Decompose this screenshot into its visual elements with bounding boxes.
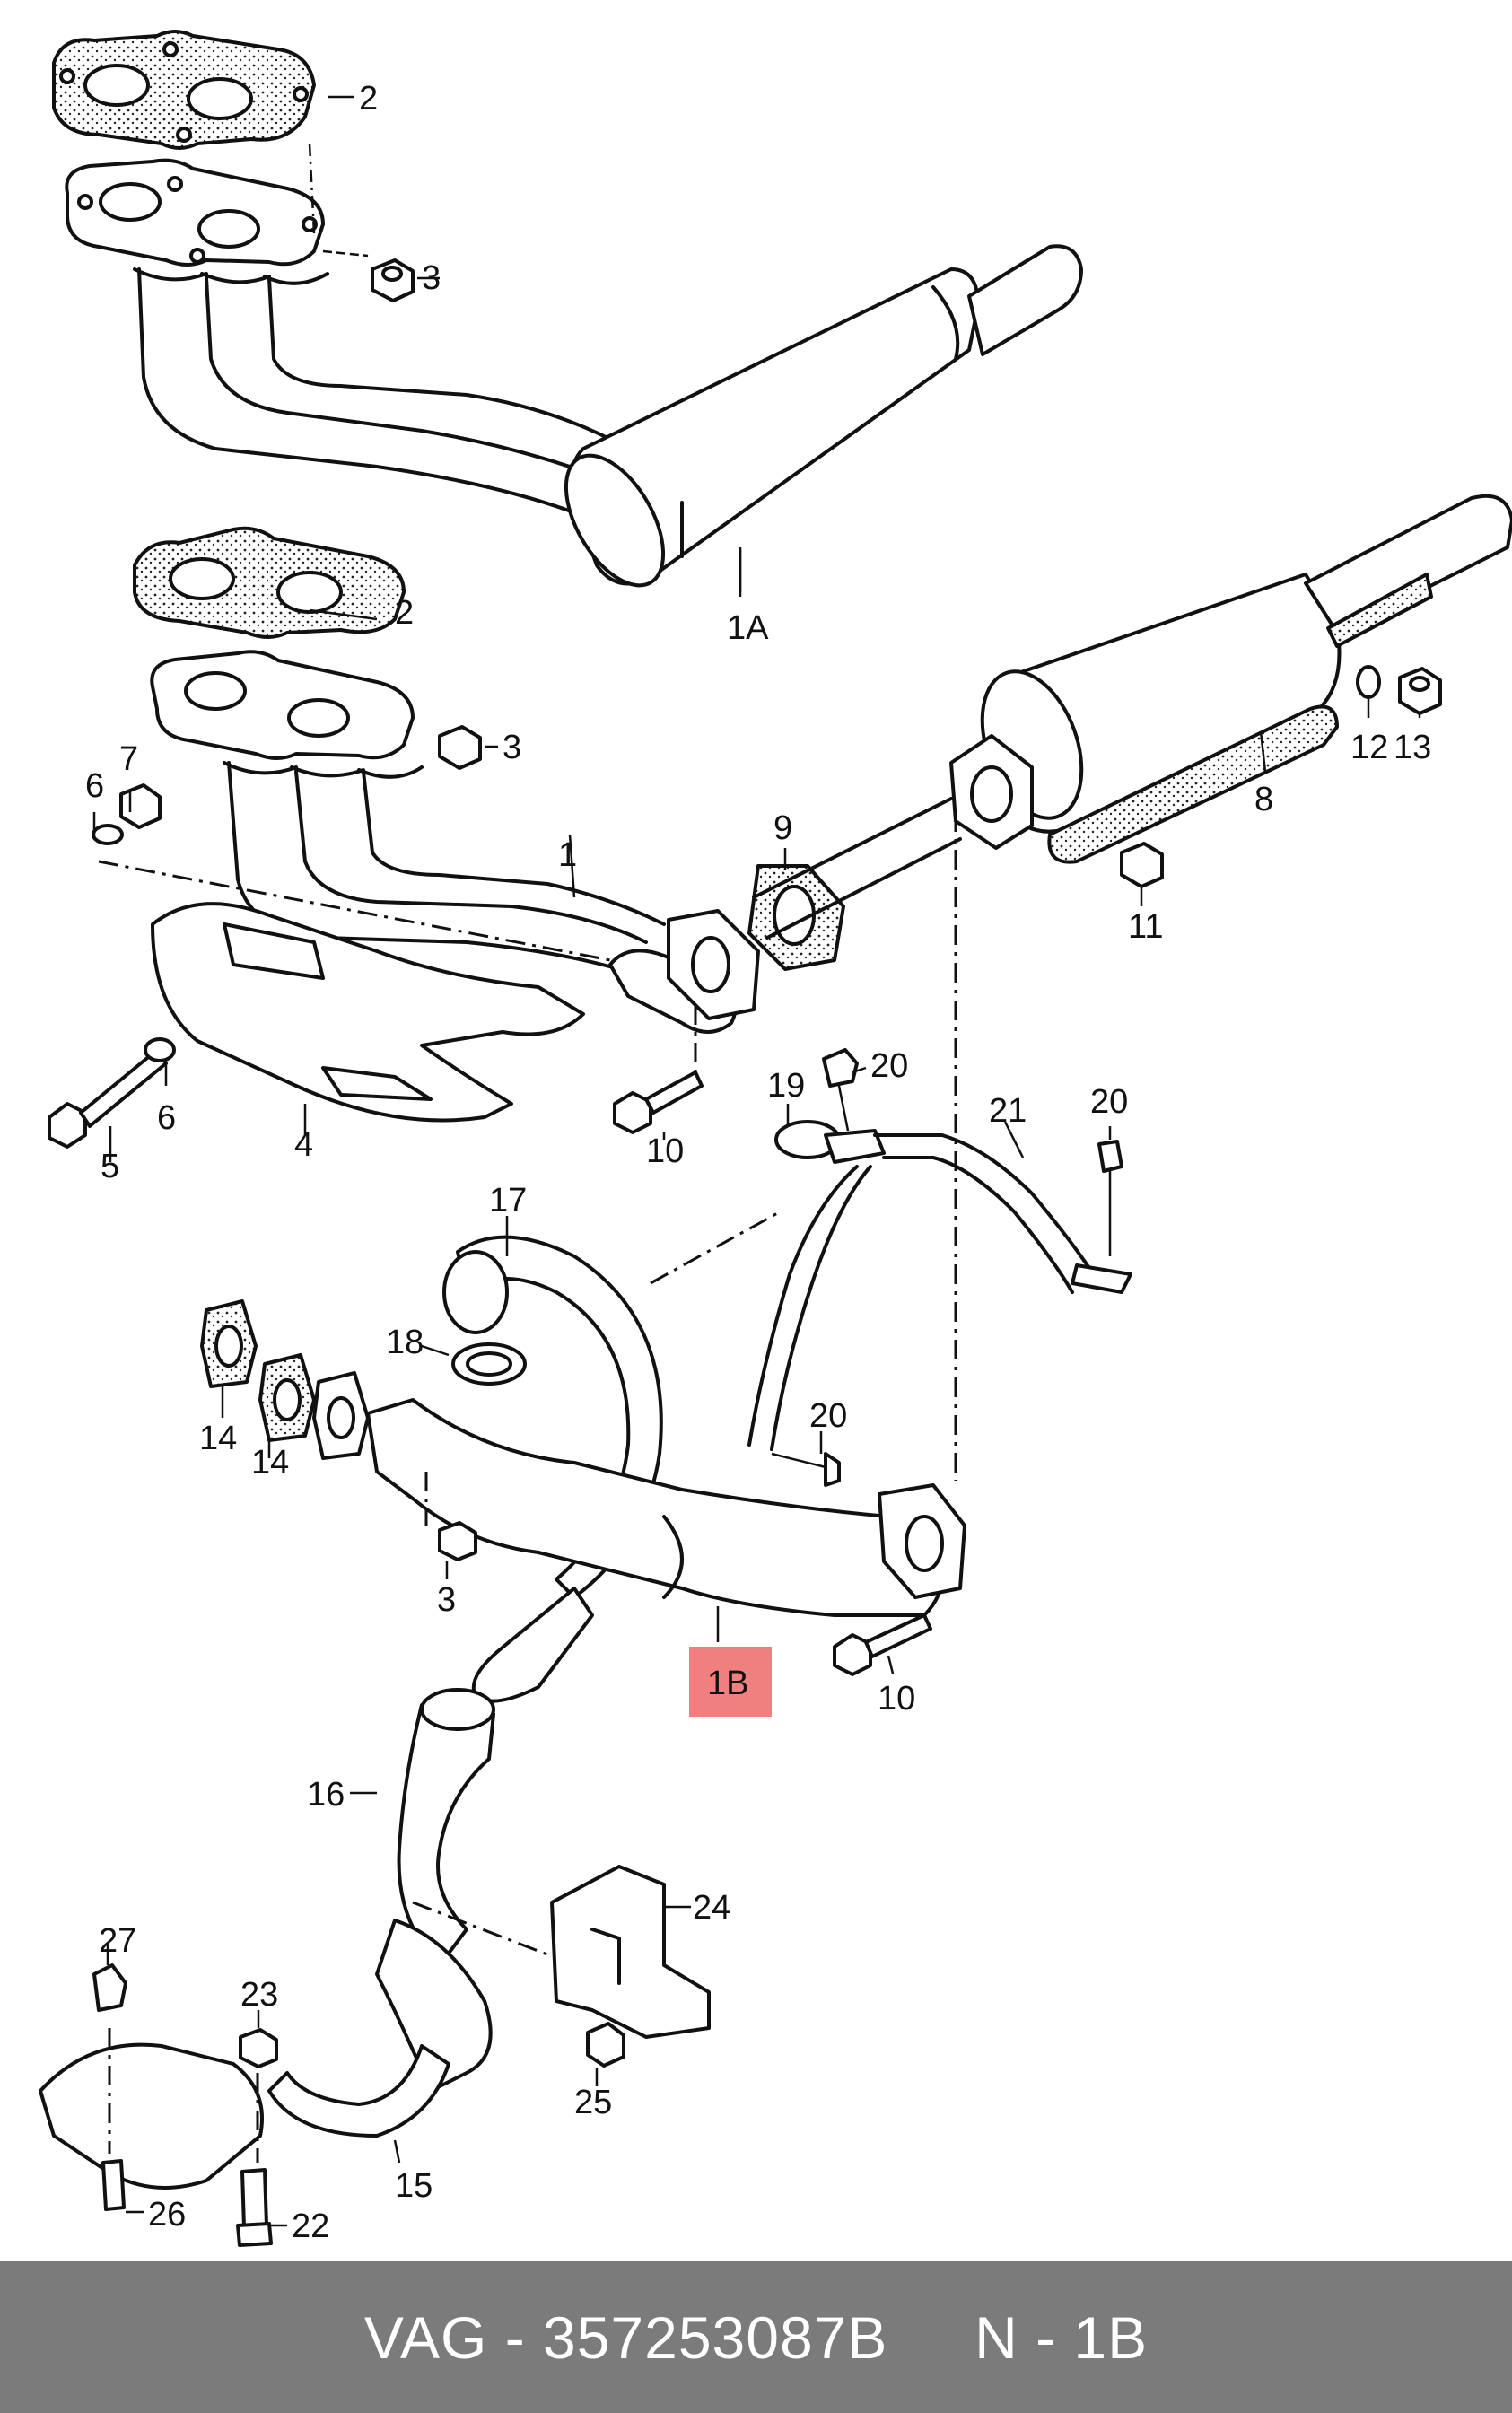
callout-13: 13 (1394, 729, 1431, 766)
part-number-footer: VAG - 357253087B N - 1B (0, 2261, 1512, 2413)
nut-23 (239, 2028, 278, 2068)
bolt-10a (613, 1071, 704, 1134)
callout-6b: 6 (157, 1099, 176, 1137)
callout-5: 5 (101, 1148, 119, 1185)
clamp-19 (774, 1120, 886, 1164)
gasket-mid (133, 526, 406, 639)
callout-16: 16 (307, 1776, 345, 1814)
heat-shield-lower (39, 2042, 264, 2190)
front-pipe-1b (366, 1398, 966, 1617)
nut-3c (438, 1521, 477, 1561)
bolt-5 (48, 1048, 168, 1149)
flange-pipe-end (667, 909, 760, 1020)
support-rod (747, 1165, 872, 1451)
bracket-24 (550, 1865, 711, 2039)
callout-9: 9 (773, 809, 792, 847)
callout-20a: 20 (870, 1047, 908, 1085)
catalytic-converter-8 (949, 494, 1512, 864)
manifold-flange-top (65, 158, 325, 267)
washer-12 (1356, 665, 1381, 699)
callout-1B: 1B (707, 1665, 748, 1702)
bolt-22 (236, 2168, 273, 2247)
hanger-bracket-21 (873, 1133, 1132, 1294)
callout-22: 22 (292, 2208, 329, 2245)
nut-11 (1120, 842, 1164, 888)
nut-3b (438, 725, 482, 770)
callout-26: 26 (148, 2196, 186, 2234)
heat-shield-4 (151, 902, 585, 1123)
callout-3a: 3 (422, 259, 441, 297)
callout-11: 11 (1128, 908, 1163, 946)
callout-2a: 2 (359, 80, 378, 118)
washer-6b (144, 1037, 176, 1062)
gasket-14a (200, 1299, 258, 1388)
nut-25 (586, 2022, 625, 2068)
clip-27 (92, 1963, 127, 2012)
gasket-plain (312, 1371, 370, 1460)
callout-18: 18 (386, 1324, 424, 1361)
highlight-box (689, 1647, 772, 1717)
nut-7 (119, 783, 162, 829)
exhaust-parts-diagram: 2 3 1A 2 3 6 7 1 9 8 12 13 11 5 6 4 10 1… (39, 30, 1512, 2247)
bolt-10b (833, 1613, 932, 1676)
callout-12: 12 (1350, 729, 1388, 766)
screw-26 (101, 2159, 126, 2211)
callout-14b: 14 (251, 1444, 289, 1482)
pipe-15 (267, 1919, 493, 2138)
exhaust-pipe-1a (133, 244, 1083, 588)
washer-6a (92, 824, 124, 845)
callout-17: 17 (489, 1182, 527, 1220)
callout-24: 24 (693, 1889, 730, 1927)
nut-13 (1398, 667, 1442, 715)
flange-9 (747, 864, 845, 971)
callout-21: 21 (989, 1092, 1027, 1130)
leader-lines (92, 549, 1421, 2227)
callout-14a: 14 (199, 1420, 237, 1457)
callout-7: 7 (119, 740, 138, 778)
callout-15: 15 (395, 2167, 433, 2205)
callout-1: 1 (558, 836, 577, 874)
callout-19: 19 (767, 1067, 805, 1105)
bolt-20a (822, 1048, 859, 1132)
callout-20b: 20 (1090, 1083, 1128, 1121)
callout-8: 8 (1254, 781, 1273, 818)
callout-3c: 3 (437, 1581, 456, 1619)
pipe-16 (397, 1688, 495, 1967)
callout-2b: 2 (395, 594, 414, 632)
callout-27: 27 (99, 1922, 136, 1960)
bolt-20b (1097, 1140, 1123, 1256)
manifold-flange-mid (150, 650, 415, 760)
part-number-text: VAG - 357253087B N - 1B (363, 2304, 1149, 2371)
gasket-top-a (52, 30, 316, 150)
clamp-18 (451, 1342, 527, 1386)
callout-6a: 6 (85, 767, 104, 805)
nut-top-a (371, 258, 415, 302)
callout-25: 25 (574, 2084, 612, 2121)
callout-4: 4 (294, 1126, 313, 1164)
gasket-14b (258, 1353, 316, 1442)
callout-10a: 10 (646, 1132, 684, 1170)
callout-3b: 3 (503, 729, 521, 766)
pipe-17 (442, 1235, 663, 1703)
callout-23: 23 (240, 1976, 278, 2014)
callout-20c: 20 (809, 1397, 847, 1435)
bolt-20c (771, 1452, 841, 1487)
callout-10b: 10 (878, 1680, 915, 1718)
callout-1A: 1A (727, 609, 769, 647)
